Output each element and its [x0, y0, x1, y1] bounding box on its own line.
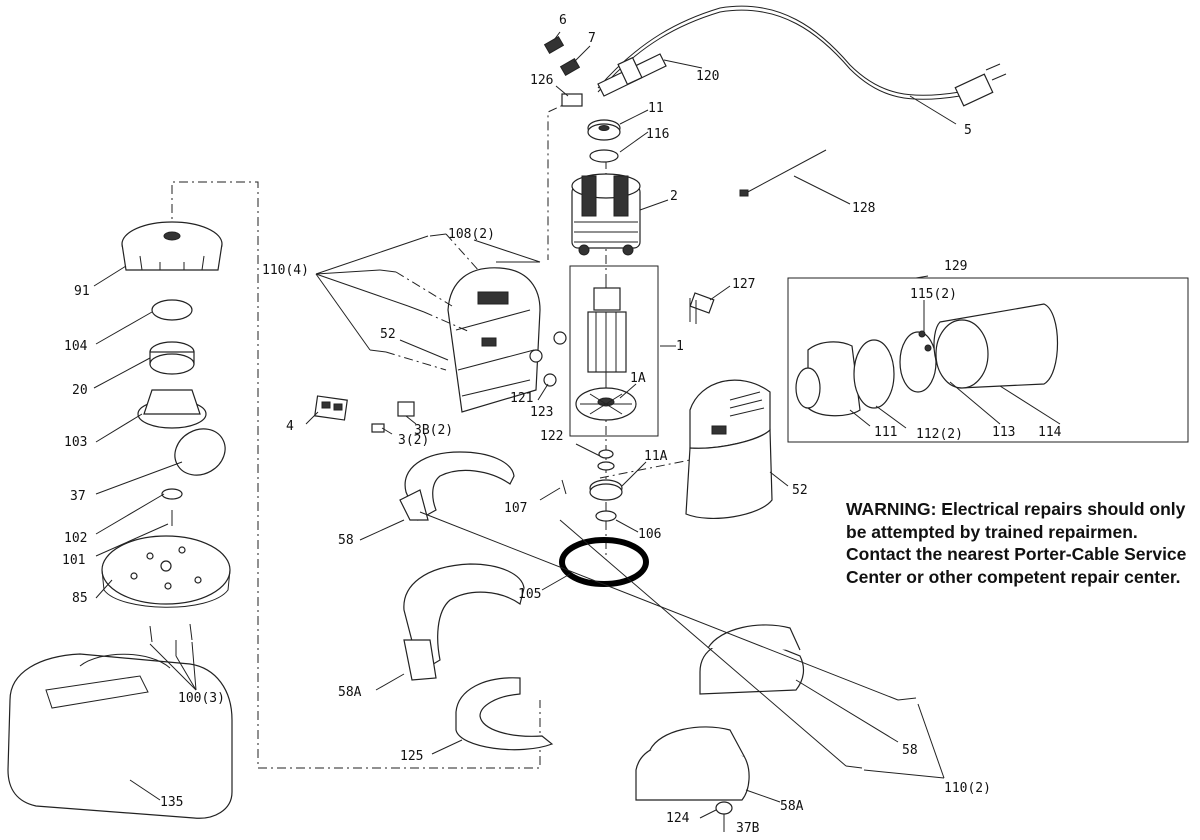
- shroud-right: [699, 624, 805, 695]
- shroud-screws: [419, 511, 917, 769]
- label-6: 6: [559, 13, 567, 28]
- label-1: 1: [676, 339, 684, 354]
- label-58-left: 58: [338, 533, 354, 548]
- label-107: 107: [504, 501, 527, 516]
- power-cord: [597, 5, 1007, 107]
- label-52-left: 52: [380, 327, 396, 342]
- label-58a-left: 58A: [338, 685, 362, 700]
- brush-connector: [689, 292, 715, 324]
- cooling-fan: [121, 221, 223, 271]
- label-125: 125: [400, 749, 423, 764]
- label-115: 115(2): [910, 287, 957, 302]
- dust-collector-kit: [787, 277, 1189, 443]
- label-112: 112(2): [916, 427, 963, 442]
- warning-notice: WARNING: Electrical repairs should only …: [846, 499, 1187, 587]
- label-20: 20: [72, 383, 88, 398]
- label-58-right: 58: [902, 743, 918, 758]
- motor-housing-right: [685, 379, 773, 520]
- armature-assembly: [569, 265, 659, 437]
- label-52-right: 52: [792, 483, 808, 498]
- label-116: 116: [646, 127, 669, 142]
- shroud-left-alt: [403, 563, 525, 681]
- label-11a: 11A: [644, 449, 668, 464]
- label-1a: 1A: [630, 371, 646, 386]
- label-37b: 37B: [736, 821, 760, 836]
- label-7: 7: [588, 31, 596, 46]
- pad-drive-stack: [137, 299, 226, 526]
- tie-strap: [739, 149, 827, 197]
- label-102: 102: [64, 531, 87, 546]
- cord-sleeve: [597, 53, 667, 97]
- assembly-guide-lines: [171, 99, 691, 769]
- label-108: 108(2): [448, 227, 495, 242]
- motor-housing-left: [447, 261, 541, 413]
- washers-bearings: [529, 331, 623, 522]
- switch: [314, 395, 415, 433]
- label-114: 114: [1038, 425, 1062, 440]
- label-126: 126: [530, 73, 553, 88]
- label-122: 122: [540, 429, 563, 444]
- label-85: 85: [72, 591, 88, 606]
- label-124: 124: [666, 811, 690, 826]
- label-113: 113: [992, 425, 1015, 440]
- label-110-2: 110(2): [944, 781, 991, 796]
- sanding-pad: [101, 535, 231, 656]
- o-ring: [559, 537, 649, 587]
- pad-screw: [715, 801, 733, 832]
- label-58a-right: 58A: [780, 799, 804, 814]
- carrying-case: [7, 653, 233, 819]
- housing-screws: [369, 233, 481, 371]
- ring-segment: [455, 677, 554, 751]
- wire-terminals: [543, 35, 583, 107]
- leader-lines: [93, 31, 1061, 819]
- label-105: 105: [518, 587, 541, 602]
- label-91: 91: [74, 284, 90, 299]
- label-3: 3(2): [398, 433, 429, 448]
- label-4: 4: [286, 419, 294, 434]
- label-128: 128: [852, 201, 875, 216]
- label-100: 100(3): [178, 691, 225, 706]
- label-110-4: 110(4): [262, 263, 309, 278]
- label-103: 103: [64, 435, 87, 450]
- label-123: 123: [530, 405, 553, 420]
- label-111: 111: [874, 425, 897, 440]
- part-labels: 6 7 126 120 5 11 116 2 128 91 108(2) 110…: [62, 13, 1062, 836]
- label-104: 104: [64, 339, 88, 354]
- label-106: 106: [638, 527, 661, 542]
- label-120: 120: [696, 69, 719, 84]
- motor-field: [571, 173, 641, 256]
- label-3b: 3B(2): [414, 423, 453, 438]
- label-129: 129: [944, 259, 967, 274]
- label-11: 11: [648, 101, 664, 116]
- shroud-left: [399, 451, 515, 521]
- label-127: 127: [732, 277, 755, 292]
- label-121: 121: [510, 391, 533, 406]
- label-2: 2: [670, 189, 678, 204]
- label-5: 5: [964, 123, 972, 138]
- label-37: 37: [70, 489, 86, 504]
- upper-bearing: [587, 119, 621, 163]
- shroud-right-alt: [635, 726, 750, 801]
- label-135: 135: [160, 795, 183, 810]
- label-101: 101: [62, 553, 85, 568]
